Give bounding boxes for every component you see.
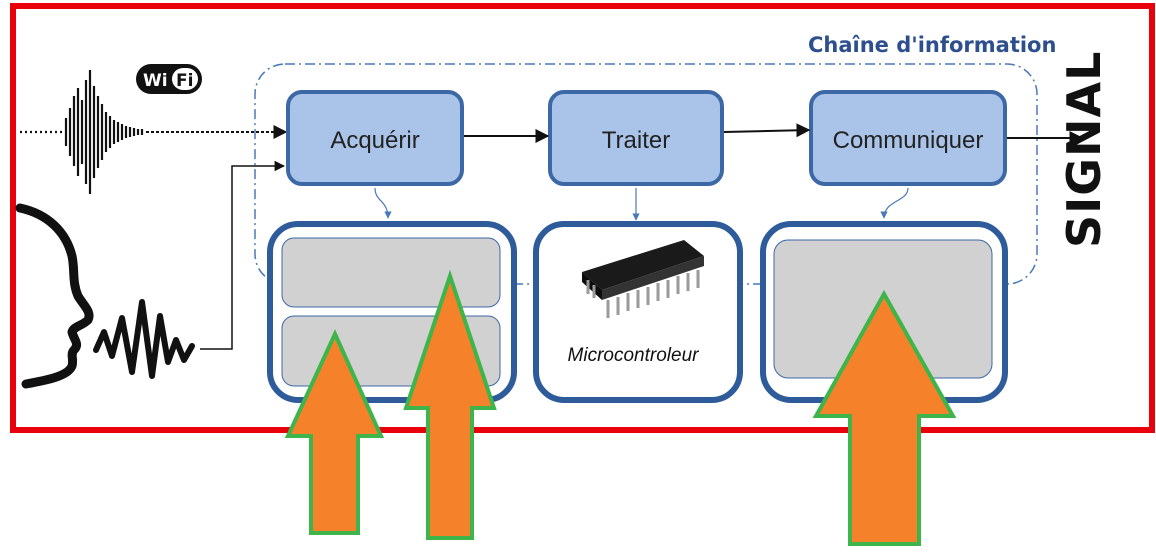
placeholder-sensor-1 [281,237,501,308]
component-box-traiter: Microcontroleur [533,221,743,403]
outer-frame [10,3,1155,433]
orange-arrow-2 [403,269,497,540]
block-acquerir-label: Acquérir [330,127,419,154]
block-acquerir: Acquérir [286,90,464,186]
chain-title: Chaîne d'information [808,33,1056,57]
block-communiquer: Communiquer [809,90,1007,186]
wifi-logo-left: Wi [143,71,168,91]
wave-signal-icon [20,70,144,194]
microcontroller-label: Microcontroleur [568,345,700,366]
block-traiter-label: Traiter [602,127,670,154]
traiter-to-communiquer-arrow [723,123,811,138]
communiquer-connector [880,187,909,219]
microcontroller-chip-icon [582,240,704,318]
voice-to-acquerir-arrow [200,160,286,350]
signal-label: SIGNAL [1057,51,1111,248]
wifi-logo-right: Fi [176,71,193,91]
block-traiter: Traiter [548,90,724,186]
speaking-head-icon [15,203,94,389]
acquerir-connector [374,187,392,219]
block-communiquer-label: Communiquer [833,127,984,154]
orange-arrow-3 [812,289,957,546]
wifi-logo: Wi Fi [136,64,202,94]
orange-arrow-1 [284,329,385,535]
chain-boundary [254,63,1038,285]
voice-signal-icon [93,299,195,379]
